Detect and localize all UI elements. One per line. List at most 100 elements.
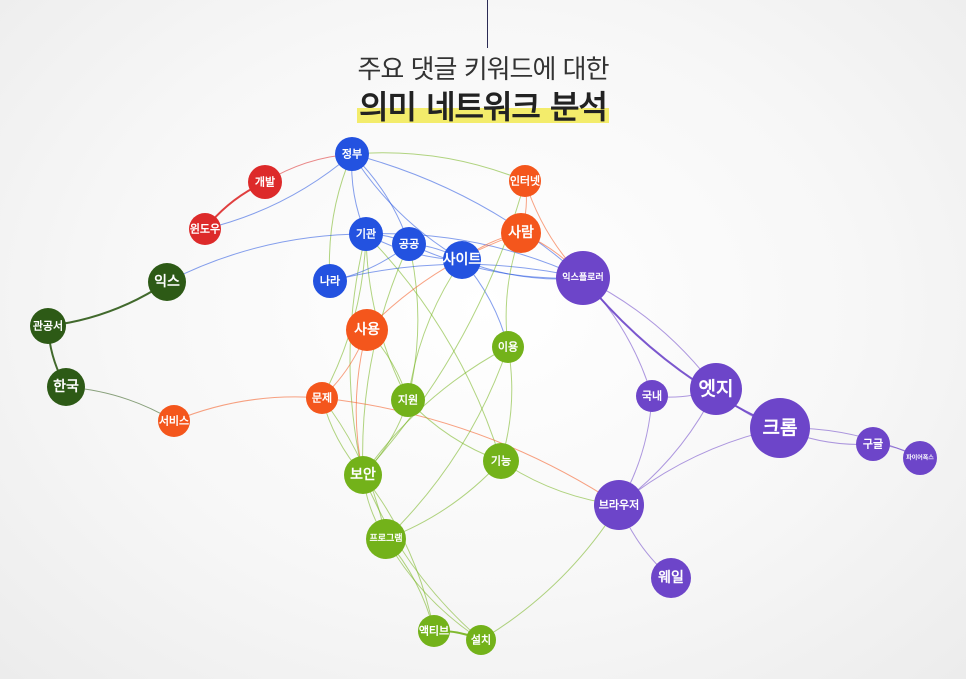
node-google: 구글 xyxy=(856,427,890,461)
edge-layer xyxy=(47,152,921,641)
node-label-jeongbu: 정부 xyxy=(342,147,362,161)
node-circle-munje xyxy=(306,382,338,414)
node-label-chrome: 크롬 xyxy=(763,417,798,439)
node-label-site: 사이트 xyxy=(443,251,482,268)
node-chrome: 크롬 xyxy=(750,398,810,458)
node-saram: 사람 xyxy=(501,213,541,253)
node-label-browser: 브라우저 xyxy=(599,498,639,512)
node-jeongbu: 정부 xyxy=(335,137,369,171)
node-circle-activex xyxy=(418,615,450,647)
node-circle-chrome xyxy=(750,398,810,458)
edge-iyong-boan xyxy=(362,346,509,476)
node-circle-jeongbu xyxy=(335,137,369,171)
node-label-nara: 나라 xyxy=(320,274,341,288)
edge-gigwan-gineung xyxy=(365,233,502,462)
node-label-internet: 인터넷 xyxy=(510,174,540,188)
node-gungnae: 국내 xyxy=(636,380,668,412)
node-label-install: 설치 xyxy=(471,633,491,647)
node-circle-gungnae xyxy=(636,380,668,412)
node-circle-gigwan xyxy=(349,217,383,251)
node-label-gigwan: 기관 xyxy=(356,227,376,241)
node-boan: 보안 xyxy=(344,456,382,494)
node-ikseu: 익스 xyxy=(148,263,186,301)
node-circle-sayong xyxy=(346,309,388,351)
node-program: 프로그램 xyxy=(366,519,406,559)
node-circle-internet xyxy=(509,165,541,197)
node-hanguk: 한국 xyxy=(47,368,85,406)
node-sayong: 사용 xyxy=(346,309,388,351)
edge-iyong-program xyxy=(385,346,509,540)
node-circle-edge xyxy=(690,363,742,415)
node-internet: 인터넷 xyxy=(509,165,541,197)
node-label-boan: 보안 xyxy=(350,466,376,483)
node-circle-ikseu xyxy=(148,263,186,301)
node-label-edge: 엣지 xyxy=(699,378,734,400)
node-circle-install xyxy=(466,625,496,655)
edge-gonggong-boan xyxy=(362,243,410,476)
edge-install-browser xyxy=(480,504,620,641)
node-circle-google xyxy=(856,427,890,461)
node-label-iyong: 이용 xyxy=(498,340,518,354)
node-munje: 문제 xyxy=(306,382,338,414)
node-circle-site xyxy=(443,241,481,279)
node-gaebal: 개발 xyxy=(248,165,282,199)
title-block: 주요 댓글 키워드에 대한 의미 네트워크 분석 xyxy=(0,52,966,126)
node-install: 설치 xyxy=(466,625,496,655)
edge-gigwan-ikseu xyxy=(166,233,367,283)
node-gonggong: 공공 xyxy=(392,227,426,261)
edge-gigwan-ie xyxy=(365,233,584,279)
node-circle-window xyxy=(189,213,221,245)
node-circle-gwangongseo xyxy=(30,308,66,344)
edge-jeongbu-window xyxy=(204,153,353,230)
node-label-google: 구글 xyxy=(863,438,883,451)
node-circle-nara xyxy=(313,264,347,298)
node-circle-saram xyxy=(501,213,541,253)
title-line-2: 의미 네트워크 분석 xyxy=(357,88,609,126)
node-circle-gonggong xyxy=(392,227,426,261)
edge-boan-activex xyxy=(362,474,435,632)
node-label-saram: 사람 xyxy=(508,225,534,241)
node-ie: 익스플로러 xyxy=(556,251,610,305)
node-circle-iyong xyxy=(492,331,524,363)
node-label-hanguk: 한국 xyxy=(53,379,79,395)
node-label-ikseu: 익스 xyxy=(154,273,180,290)
node-label-program: 프로그램 xyxy=(369,532,402,544)
node-gineung: 기능 xyxy=(483,443,519,479)
edge-ie-chrome xyxy=(582,277,781,429)
node-jiwon: 지원 xyxy=(391,383,425,417)
node-label-ie: 익스플로러 xyxy=(562,271,603,283)
node-circle-ie xyxy=(556,251,610,305)
edge-ikseu-gwangongseo xyxy=(47,281,168,327)
edge-gonggong-jiwon xyxy=(407,243,419,401)
node-circle-program xyxy=(366,519,406,559)
edge-gigwan-boan xyxy=(349,233,367,476)
node-whale: 웨일 xyxy=(651,558,691,598)
edge-munje-browser xyxy=(321,397,620,506)
node-circle-firefox xyxy=(903,441,937,475)
node-label-gineung: 기능 xyxy=(491,454,511,468)
node-label-gaebal: 개발 xyxy=(255,175,275,189)
node-label-jiwon: 지원 xyxy=(398,393,418,407)
node-site: 사이트 xyxy=(443,241,482,279)
node-nara: 나라 xyxy=(313,264,347,298)
node-firefox: 파이어폭스 xyxy=(903,441,937,475)
node-label-munje: 문제 xyxy=(312,391,332,405)
edge-saram-sayong xyxy=(366,232,522,331)
node-label-activex: 액티브 xyxy=(419,624,449,638)
edge-site-jiwon xyxy=(407,259,463,401)
node-circle-gineung xyxy=(483,443,519,479)
node-window: 윈도우 xyxy=(189,213,221,245)
top-divider-line xyxy=(487,0,488,48)
node-activex: 액티브 xyxy=(418,615,450,647)
node-circle-jiwon xyxy=(391,383,425,417)
node-label-whale: 웨일 xyxy=(658,570,684,586)
title-line-1: 주요 댓글 키워드에 대한 xyxy=(357,55,610,85)
node-gwangongseo: 관공서 xyxy=(30,308,66,344)
node-label-service: 서비스 xyxy=(159,414,189,428)
node-iyong: 이용 xyxy=(492,331,524,363)
node-service: 서비스 xyxy=(158,405,190,437)
node-label-gungnae: 국내 xyxy=(642,389,662,403)
node-circle-boan xyxy=(344,456,382,494)
